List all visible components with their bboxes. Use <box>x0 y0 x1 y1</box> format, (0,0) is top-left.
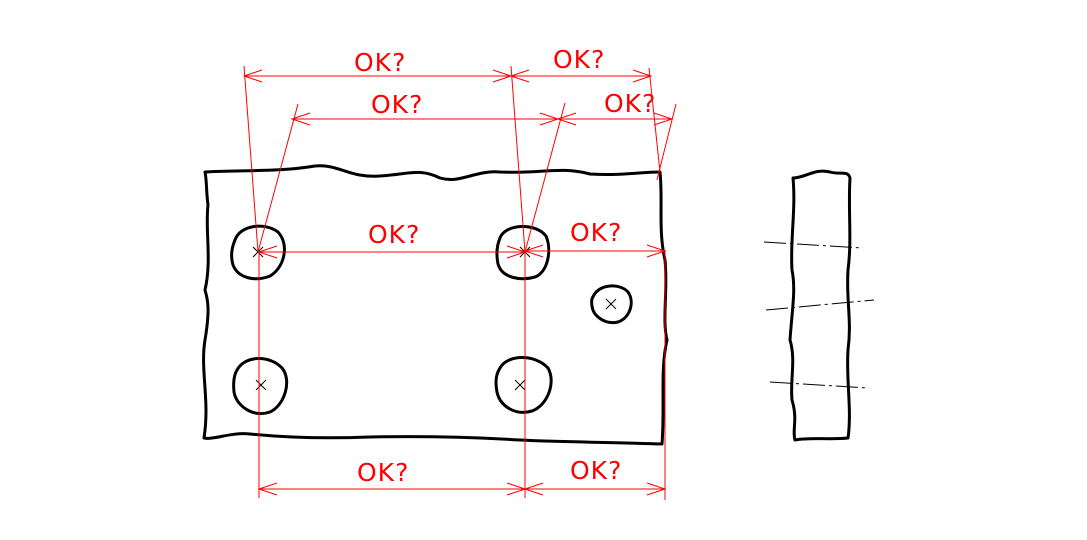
dimension-label: OK? <box>357 458 409 487</box>
dimension-label: OK? <box>553 45 605 74</box>
dimension-top-outer-right <box>509 69 653 83</box>
hole-centerline <box>765 299 875 311</box>
dimension-label: OK? <box>570 456 622 485</box>
hole-right-small <box>590 284 633 325</box>
dimension-bottom-right <box>523 482 667 496</box>
dimension-middle-right <box>523 244 667 258</box>
hole-bottom-left <box>232 357 289 415</box>
dimension-label: OK? <box>371 90 423 119</box>
dimension-top-inner-left <box>290 112 560 126</box>
hole-centerline <box>763 241 863 249</box>
hole-centerline <box>769 381 869 389</box>
plate-front-view <box>202 164 669 446</box>
dimension-label: OK? <box>570 218 622 247</box>
hole-bottom-middle <box>494 356 553 414</box>
dimension-top-inner-right <box>556 112 674 126</box>
dimension-middle-left <box>257 245 527 259</box>
dimension-label: OK? <box>604 89 656 118</box>
plate-side-view <box>788 169 852 442</box>
extension-lines <box>243 65 677 500</box>
dimension-label: OK? <box>368 220 420 249</box>
dimension-label: OK? <box>354 48 406 77</box>
